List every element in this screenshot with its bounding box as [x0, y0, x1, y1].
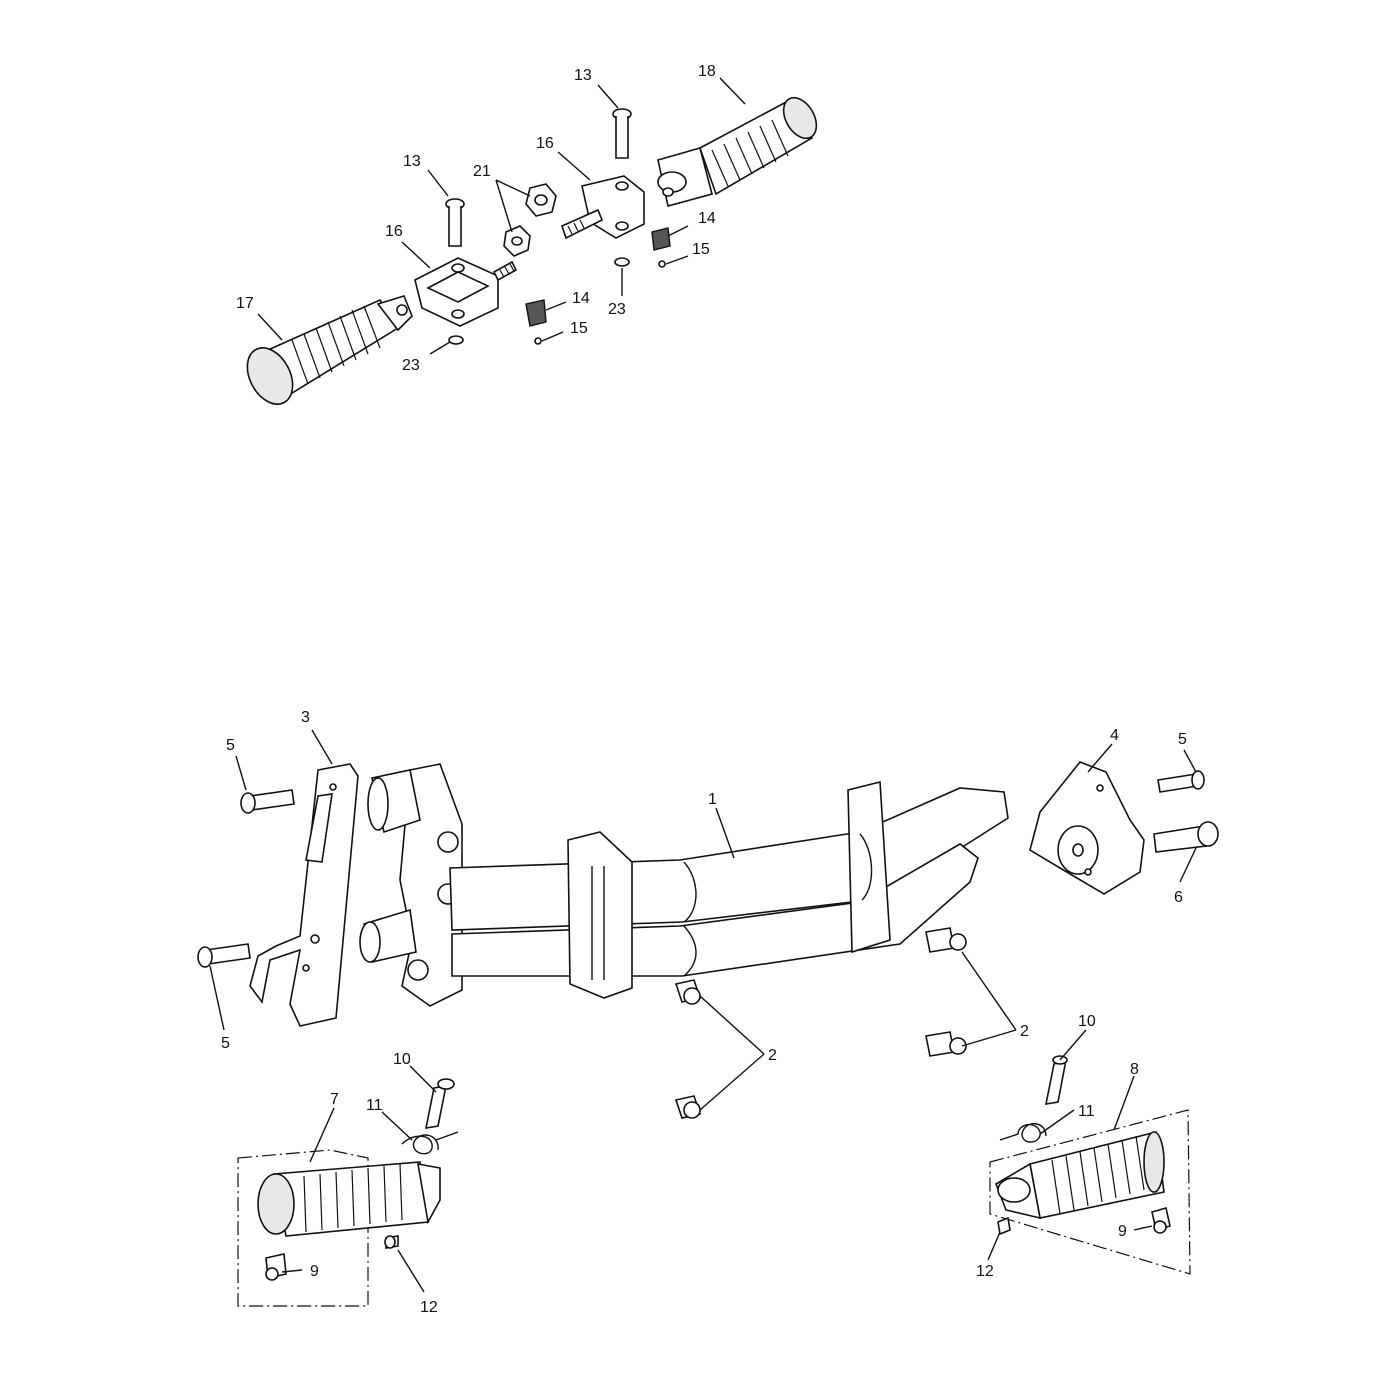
callout-17: 17	[236, 295, 254, 312]
callout-18: 18	[698, 63, 716, 80]
upper-footrest-assembly	[246, 96, 818, 405]
callout-11: 11	[366, 1097, 383, 1114]
footrest-bracket-16-left	[414, 257, 518, 327]
callout-labels: 13 18 13 16 21 16 14 15 23 17 14 15 23 3…	[221, 63, 1187, 1316]
callout-23: 23	[402, 357, 420, 374]
callout-15: 15	[692, 241, 710, 258]
callout-12: 12	[976, 1263, 994, 1280]
footrest-8	[989, 1109, 1191, 1275]
callout-8: 8	[1130, 1061, 1139, 1078]
plate-3	[249, 763, 359, 1027]
callout-5: 5	[1178, 731, 1187, 748]
clip-12-left	[384, 1235, 396, 1249]
lower-hanger-assembly	[197, 761, 1219, 1307]
callout-5: 5	[221, 1035, 230, 1052]
callout-16: 16	[385, 223, 403, 240]
leader-lines	[209, 77, 1197, 1293]
callout-2: 2	[768, 1047, 777, 1064]
pin-10-left	[424, 1078, 455, 1129]
callout-9: 9	[1118, 1223, 1127, 1240]
callout-13: 13	[574, 67, 592, 84]
spring-14	[525, 227, 671, 327]
pin-13-left	[445, 198, 465, 247]
callout-21: 21	[473, 163, 491, 180]
ball-15	[534, 260, 666, 345]
callout-9: 9	[310, 1263, 319, 1280]
callout-12: 12	[420, 1299, 438, 1316]
callout-10: 10	[1078, 1013, 1096, 1030]
callout-16: 16	[536, 135, 554, 152]
callout-3: 3	[301, 709, 310, 726]
pin-10-right	[1044, 1055, 1068, 1105]
footrest-rubber-17	[246, 295, 413, 405]
spring-11-right	[999, 1123, 1047, 1143]
footrest-7	[237, 1149, 441, 1307]
callout-23: 23	[608, 301, 626, 318]
callout-13: 13	[403, 153, 421, 170]
callout-15: 15	[570, 320, 588, 337]
callout-14: 14	[572, 290, 590, 307]
callout-1: 1	[708, 791, 717, 808]
plate-4	[1029, 761, 1145, 895]
callout-6: 6	[1174, 889, 1183, 906]
bolt-6	[1153, 821, 1219, 853]
callout-10: 10	[393, 1051, 411, 1068]
callout-7: 7	[330, 1091, 339, 1108]
footrest-hanger-1	[359, 763, 1009, 1007]
footrest-rubber-18	[657, 96, 818, 207]
callout-11: 11	[1078, 1103, 1095, 1120]
bolt-5	[197, 770, 1205, 968]
callout-14: 14	[698, 210, 716, 227]
callout-4: 4	[1110, 727, 1119, 744]
nut-21	[503, 183, 557, 257]
pin-13-right	[612, 108, 632, 159]
callout-2: 2	[1020, 1023, 1029, 1040]
footrest-bracket-16-right	[561, 175, 645, 240]
circlip-23	[448, 257, 630, 345]
callout-5: 5	[226, 737, 235, 754]
spring-11-left	[401, 1131, 459, 1155]
bolt-2	[674, 927, 967, 1119]
